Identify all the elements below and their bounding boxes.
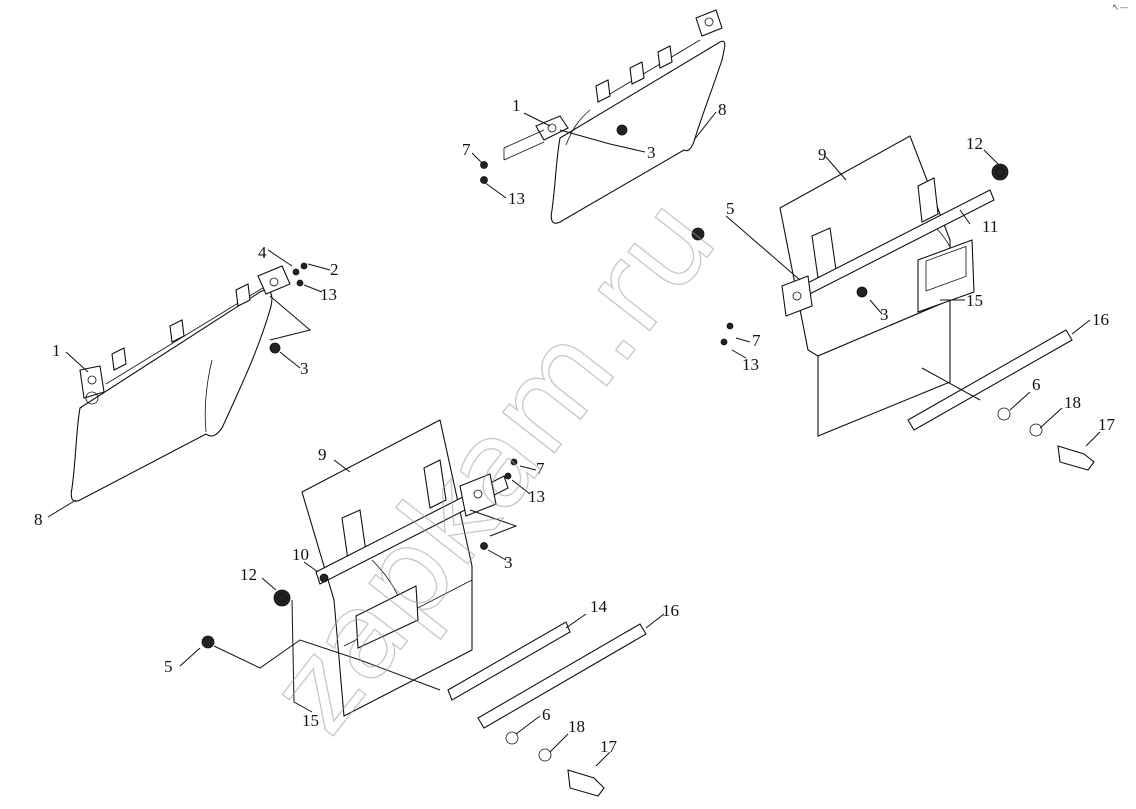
right-mudflap-assembly	[691, 135, 1101, 471]
callout-label: 16	[1092, 310, 1109, 329]
callout-label: 12	[966, 134, 983, 153]
callout-label: 11	[982, 217, 998, 236]
callout-label: 2	[330, 260, 339, 279]
callout-label: 7	[752, 331, 761, 350]
top-mudguard-assembly	[471, 9, 726, 224]
callout-label: 15	[966, 291, 983, 310]
callout-label: 8	[718, 100, 727, 119]
callout-label: 9	[818, 145, 827, 164]
callout-label: 13	[508, 189, 525, 208]
callout-label: 17	[600, 737, 618, 756]
callout-label: 10	[292, 545, 309, 564]
callout-label: 7	[462, 140, 471, 159]
callout-label: 18	[1064, 393, 1081, 412]
callout-label: 1	[52, 341, 61, 360]
callout-label: 13	[528, 487, 545, 506]
callout-label: 5	[726, 199, 735, 218]
callout-label: 8	[34, 510, 43, 529]
bottom-mudflap-assembly	[179, 419, 665, 797]
callout-label: 1	[512, 96, 521, 115]
callout-label: 6	[1032, 375, 1041, 394]
callout-label: 6	[542, 705, 551, 724]
callout-label: 13	[320, 285, 337, 304]
callout-label: 13	[742, 355, 759, 374]
callout-label: 7	[536, 459, 545, 478]
left-mudguard-assembly	[47, 249, 331, 518]
callout-label: 15	[302, 711, 319, 730]
corner-mark: ↖—	[1112, 3, 1129, 13]
callout-label: 18	[568, 717, 585, 736]
callout-label: 12	[240, 565, 257, 584]
callout-label: 4	[258, 243, 267, 262]
callout-label: 5	[164, 657, 173, 676]
callout-label: 3	[647, 143, 656, 162]
callout-label: 17	[1098, 415, 1116, 434]
callout-label: 3	[300, 359, 309, 378]
callout-label: 3	[880, 305, 889, 324]
callout-label: 14	[590, 597, 608, 616]
callout-label: 9	[318, 445, 327, 464]
callout-label: 3	[504, 553, 513, 572]
callout-label: 16	[662, 601, 679, 620]
